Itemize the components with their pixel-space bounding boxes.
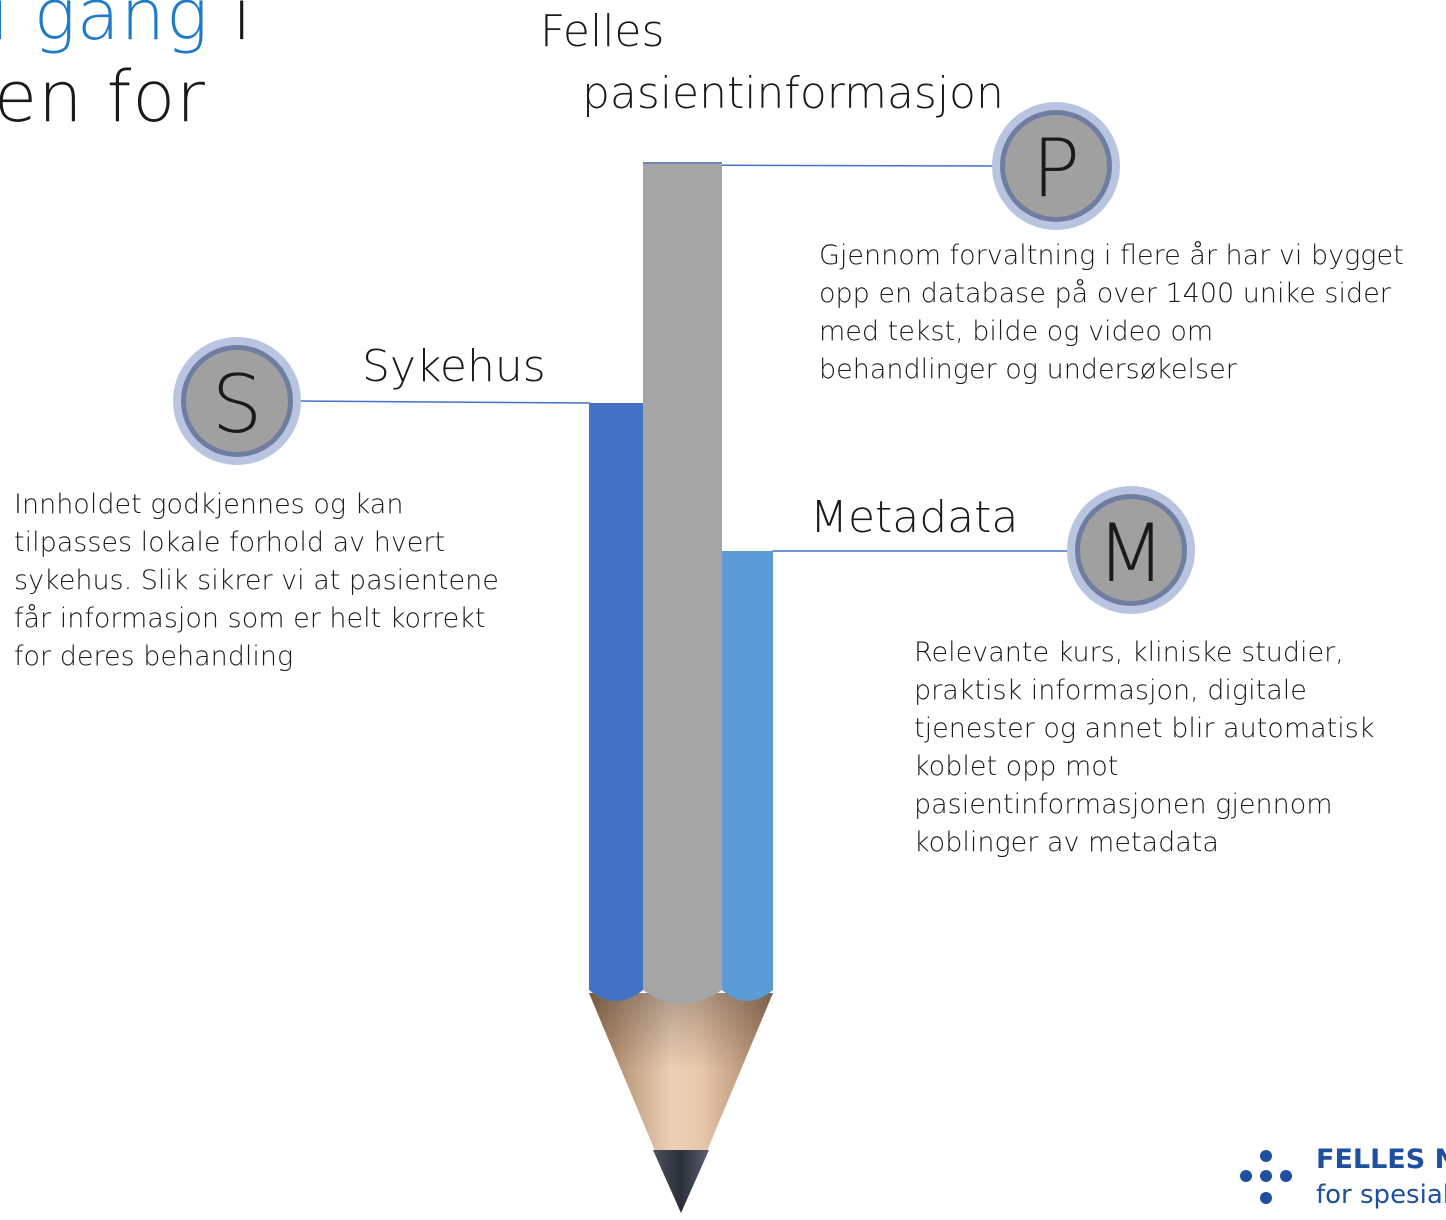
- felles-label-line-1: Felles: [540, 6, 665, 57]
- sykehus-description-line: for deres behandling: [14, 641, 294, 672]
- circle-letter-m: M: [1096, 507, 1165, 600]
- sykehus-description-line: tilpasses lokale forhold av hvert: [14, 527, 446, 558]
- circle-letter-p: P: [1032, 122, 1080, 215]
- pencil-column-middle: [643, 163, 722, 1004]
- metadata-description-line: praktisk informasjon, digitale: [914, 675, 1307, 706]
- felles-description-line: Gjennom forvaltning i flere år har vi by…: [819, 240, 1404, 271]
- logo-text-line-2: for spesial: [1316, 1180, 1446, 1210]
- pencil-tip: [653, 1150, 709, 1213]
- logo-text-line-1: FELLES N: [1316, 1144, 1446, 1175]
- metadata-description-line: Relevante kurs, kliniske studier,: [914, 637, 1344, 668]
- logo-dots-icon: [1232, 1140, 1292, 1220]
- felles-description-line: opp en database på over 1400 unike sider: [819, 278, 1391, 309]
- felles-description-line: behandlinger og undersøkelser: [819, 354, 1237, 385]
- felles-label-line-2: pasientinformasjon: [582, 68, 1004, 119]
- metadata-description-line: koblet opp mot: [914, 751, 1119, 782]
- circle-badge-felles: P: [992, 102, 1120, 230]
- sykehus-description-line: får informasjon som er helt korrekt: [14, 603, 486, 634]
- sykehus-description: Innholdet godkjennes og kan tilpasses lo…: [14, 486, 499, 676]
- metadata-label: Metadata: [810, 492, 1019, 543]
- metadata-description-line: pasientinformasjonen gjennom: [914, 789, 1333, 820]
- pencil-column-left: [589, 403, 643, 1001]
- pencil-wood-shade: [589, 993, 773, 1213]
- circle-badge-metadata: M: [1067, 486, 1195, 614]
- felles-description: Gjennom forvaltning i flere år har vi by…: [819, 237, 1404, 389]
- sykehus-label: Sykehus: [362, 341, 546, 392]
- circle-badge-sykehus: S: [173, 337, 301, 465]
- page-title-line-2: en for: [0, 56, 206, 138]
- sykehus-description-line: sykehus. Slik sikrer vi at pasientene: [14, 565, 499, 596]
- page-title-line-1: i gang i: [0, 0, 253, 50]
- sykehus-description-line: Innholdet godkjennes og kan: [14, 489, 404, 520]
- metadata-description: Relevante kurs, kliniske studier, prakti…: [914, 634, 1374, 862]
- pencil-column-right: [722, 551, 773, 1001]
- circle-letter-s: S: [212, 358, 263, 451]
- connector-line-sykehus: [294, 400, 591, 404]
- metadata-description-line: koblinger av metadata: [914, 827, 1219, 858]
- felles-description-line: med tekst, bilde og video om: [819, 316, 1214, 347]
- page-title-tail: i: [208, 0, 253, 56]
- page-title-accent: i gang: [0, 0, 209, 56]
- metadata-description-line: tjenester og annet blir automatisk: [914, 713, 1375, 744]
